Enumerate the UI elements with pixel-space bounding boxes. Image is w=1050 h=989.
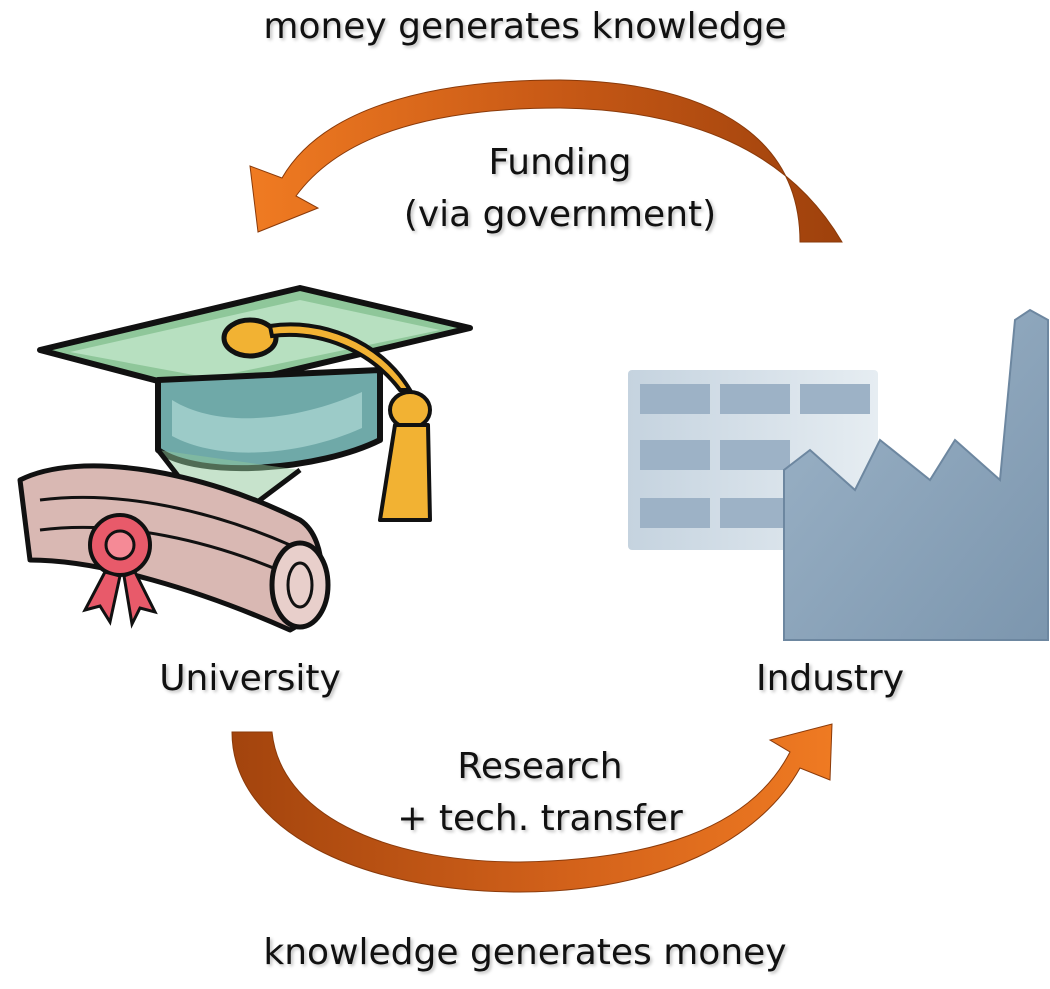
top-flow-label-line2: (via government) bbox=[403, 194, 717, 235]
bottom-flow-label-line2: + tech. transfer bbox=[397, 798, 683, 839]
node-label-university: University bbox=[159, 658, 341, 699]
top-curved-arrow-icon bbox=[249, 79, 843, 243]
node-label-industry: Industry bbox=[755, 658, 905, 699]
factory-icon bbox=[628, 308, 1049, 641]
bottom-flow-label-line1: Research bbox=[457, 746, 623, 787]
top-caption: money generates knowledge bbox=[263, 6, 787, 47]
bottom-caption: knowledge generates money bbox=[263, 932, 787, 973]
bottom-curved-arrow-icon bbox=[231, 723, 833, 893]
top-flow-label-line1: Funding bbox=[488, 142, 632, 183]
graduation-cap-and-diploma-icon bbox=[17, 285, 473, 633]
